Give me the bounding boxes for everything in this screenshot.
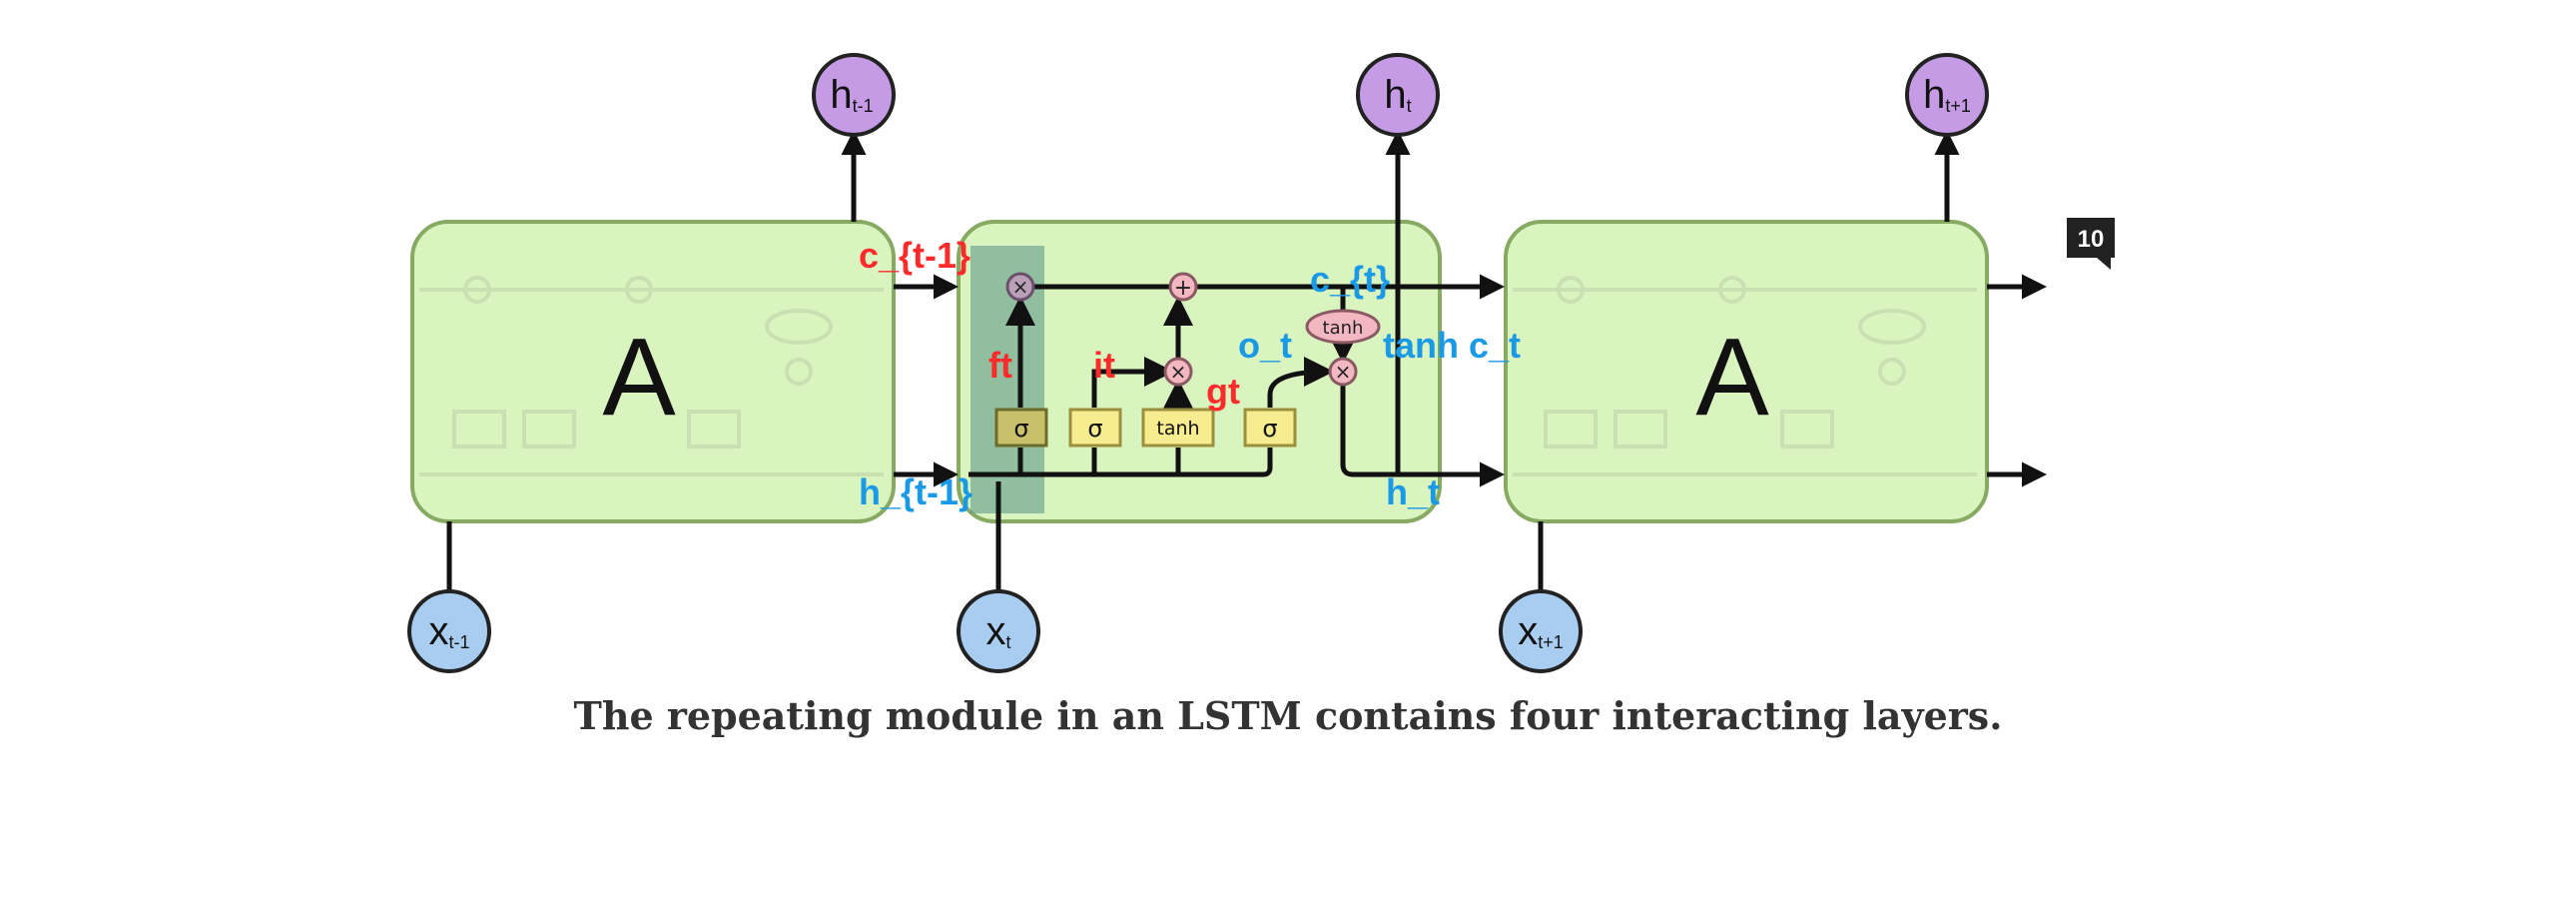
- svg-text:ht-1: ht-1: [830, 73, 873, 117]
- input-x-next: xt+1: [1499, 589, 1583, 673]
- annot-o-t: o_t: [1238, 325, 1292, 366]
- annot-c-prev: c_{t-1}: [859, 235, 970, 276]
- badge: 10: [2067, 218, 2115, 270]
- annot-it: it: [1093, 345, 1115, 386]
- annot-c-t: c_{t}: [1310, 259, 1390, 300]
- module-next: A: [1504, 220, 1989, 523]
- svg-text:σ: σ: [1262, 415, 1277, 443]
- gate-sigma-input: σ: [1068, 408, 1122, 448]
- svg-text:xt+1: xt+1: [1518, 609, 1564, 653]
- gate-tanh-candidate: tanh: [1141, 408, 1215, 448]
- input-x-curr: xt: [957, 589, 1040, 673]
- op-add-cell: +: [1168, 272, 1198, 302]
- io-lines: [446, 130, 1960, 591]
- svg-text:×: ×: [1170, 360, 1187, 384]
- op-multiply-input: ×: [1163, 357, 1193, 387]
- annot-ft: ft: [988, 345, 1012, 386]
- annot-gt: gt: [1206, 371, 1240, 412]
- caption: The repeating module in an LSTM contains…: [574, 693, 2003, 738]
- connections: [894, 274, 2047, 487]
- svg-text:σ: σ: [1013, 415, 1028, 443]
- output-h-curr: ht: [1356, 53, 1440, 137]
- badge-number: 10: [2078, 226, 2105, 253]
- svg-text:×: ×: [1335, 360, 1352, 384]
- svg-text:σ: σ: [1087, 415, 1102, 443]
- output-h-next: ht+1: [1905, 53, 1989, 137]
- svg-text:xt-1: xt-1: [428, 609, 469, 653]
- module-next-faded-internals: [1513, 276, 1977, 476]
- svg-text:tanh: tanh: [1156, 418, 1199, 440]
- svg-text:×: ×: [1012, 275, 1029, 299]
- svg-text:tanh: tanh: [1323, 318, 1364, 339]
- gate-sigma-output: σ: [1243, 408, 1297, 448]
- op-tanh-cell: tanh: [1305, 309, 1381, 345]
- gate-sigma-forget: σ: [994, 408, 1048, 448]
- svg-text:xt: xt: [985, 609, 1010, 653]
- output-h-prev: ht-1: [812, 53, 896, 137]
- module-next-label: A: [1695, 316, 1769, 439]
- svg-text:+: +: [1174, 276, 1192, 301]
- op-multiply-forget: ×: [1005, 272, 1035, 302]
- module-next-box: [1504, 220, 1989, 523]
- module-prev-label: A: [602, 316, 676, 439]
- annot-h-prev: h_{t-1}: [859, 471, 972, 512]
- op-multiply-output: ×: [1328, 357, 1358, 387]
- module-prev-box: [410, 220, 896, 523]
- svg-text:ht+1: ht+1: [1923, 73, 1971, 117]
- annotations: c_{t-1} h_{t-1} ft it gt o_t c_{t} tanh …: [859, 235, 1521, 512]
- internal-wiring: [968, 284, 1438, 477]
- svg-text:ht: ht: [1384, 73, 1411, 117]
- module-prev: A: [410, 220, 896, 523]
- input-x-prev: xt-1: [407, 589, 491, 673]
- annot-tanh-ct: tanh c_t: [1383, 325, 1521, 366]
- module-prev-faded-internals: [419, 276, 884, 476]
- annot-h-t: h_t: [1386, 471, 1440, 512]
